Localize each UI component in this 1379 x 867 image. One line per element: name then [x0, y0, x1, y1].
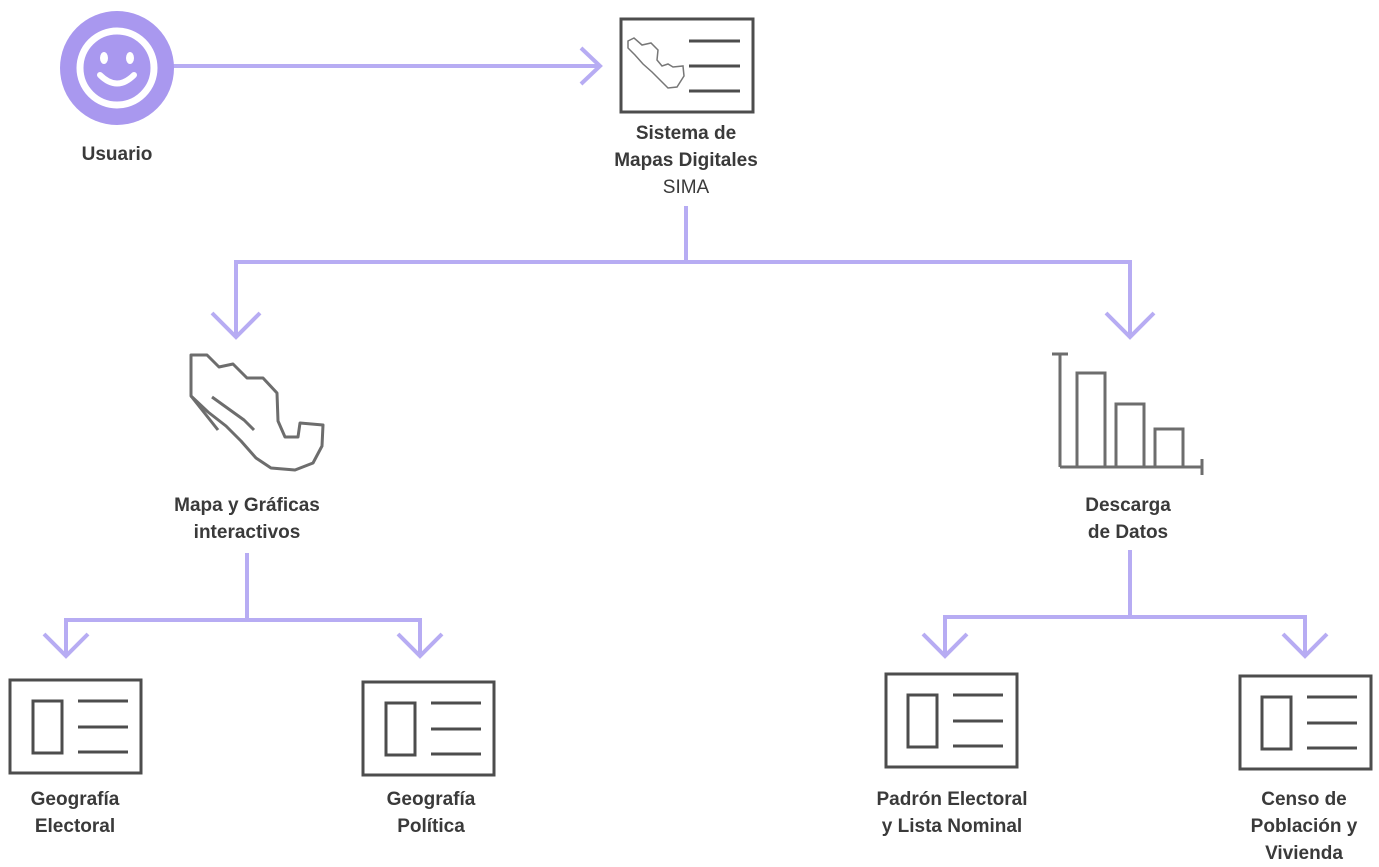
arrowhead-geo-politica: [396, 632, 444, 659]
geo-electoral-line2: Electoral: [34, 816, 116, 837]
censo-line3: Vivienda: [1265, 843, 1343, 864]
download-label-line1: Descarga: [1085, 495, 1171, 516]
maps-label-line2: interactivos: [193, 522, 301, 543]
geo-politica-label: Geografía Política: [361, 786, 501, 840]
connector-download-branch: [943, 615, 1307, 655]
arrowhead-geo-electoral: [42, 632, 90, 659]
document-card-icon: [884, 672, 1019, 769]
arrowhead-censo: [1281, 632, 1329, 659]
padron-line2: y Lista Nominal: [881, 816, 1023, 837]
download-label: Descarga de Datos: [1048, 492, 1208, 546]
bar-chart-icon: [1052, 352, 1204, 475]
maps-label: Mapa y Gráficas interactivos: [137, 492, 357, 546]
geo-politica-line2: Política: [397, 816, 465, 837]
map-document-icon: [619, 17, 755, 114]
document-card-icon: [8, 678, 143, 775]
user-label: Usuario: [57, 141, 177, 168]
padron-line1: Padrón Electoral: [876, 789, 1028, 810]
maps-label-line1: Mapa y Gráficas: [174, 495, 320, 516]
arrowhead-padron: [921, 632, 969, 659]
padron-label: Padrón Electoral y Lista Nominal: [847, 786, 1057, 840]
geo-electoral-line1: Geografía: [30, 789, 120, 810]
user-label-text: Usuario: [81, 144, 153, 165]
connectors: [42, 46, 1329, 659]
censo-line2: Población y: [1250, 816, 1358, 837]
geo-politica-line1: Geografía: [386, 789, 476, 810]
sima-title-line1: Sistema de: [635, 123, 737, 144]
connector-sima-branch: [234, 260, 1132, 335]
sima-title-line2: Mapas Digitales: [614, 150, 758, 171]
sima-subtitle: SIMA: [662, 177, 710, 198]
censo-label: Censo de Población y Vivienda: [1230, 786, 1378, 867]
smiley-face-icon: [60, 11, 174, 125]
arrowhead-download: [1104, 311, 1156, 340]
mexico-map-icon: [189, 353, 325, 472]
arrowhead-maps: [210, 311, 262, 340]
connector-maps-branch: [64, 618, 422, 655]
sima-label: Sistema de Mapas Digitales SIMA: [586, 120, 786, 201]
download-label-line2: de Datos: [1087, 522, 1169, 543]
document-card-icon: [361, 680, 496, 777]
censo-line1: Censo de: [1261, 789, 1347, 810]
arrowhead-sima: [579, 46, 603, 86]
geo-electoral-label: Geografía Electoral: [5, 786, 145, 840]
document-card-icon: [1238, 674, 1373, 771]
